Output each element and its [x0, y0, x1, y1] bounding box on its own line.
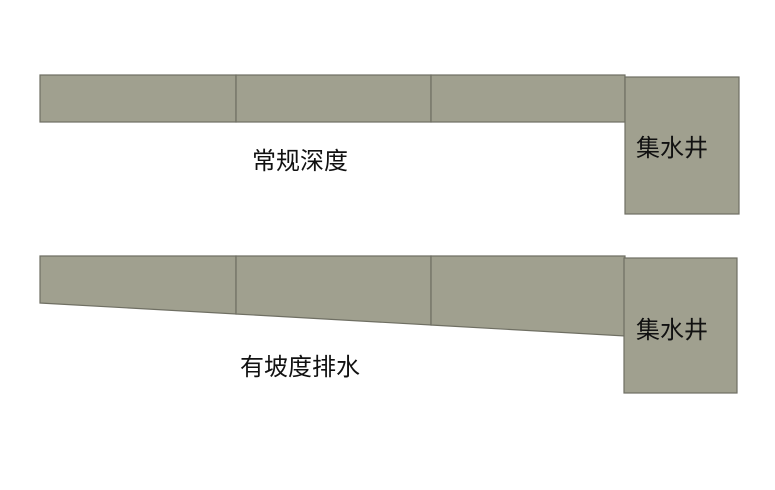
sump-pit-label-bottom: 集水井: [636, 316, 708, 344]
sloped-segment-3: [430, 255, 626, 337]
sloped-segment-2: [235, 255, 432, 326]
sump-pit-top: [624, 76, 740, 215]
channel-segment-1: [39, 74, 237, 123]
caption-sloped-drainage: 有坡度排水: [240, 353, 360, 381]
channel-segment-2: [235, 74, 432, 123]
constant-depth-channel: [39, 74, 626, 123]
sloped-channel: [39, 255, 626, 337]
sloped-segment-1: [39, 255, 237, 315]
sump-pit-label-top: 集水井: [636, 134, 708, 162]
channel-segment-3: [430, 74, 626, 123]
caption-constant-depth: 常规深度: [252, 147, 348, 175]
sump-pit-bottom: [623, 257, 738, 394]
